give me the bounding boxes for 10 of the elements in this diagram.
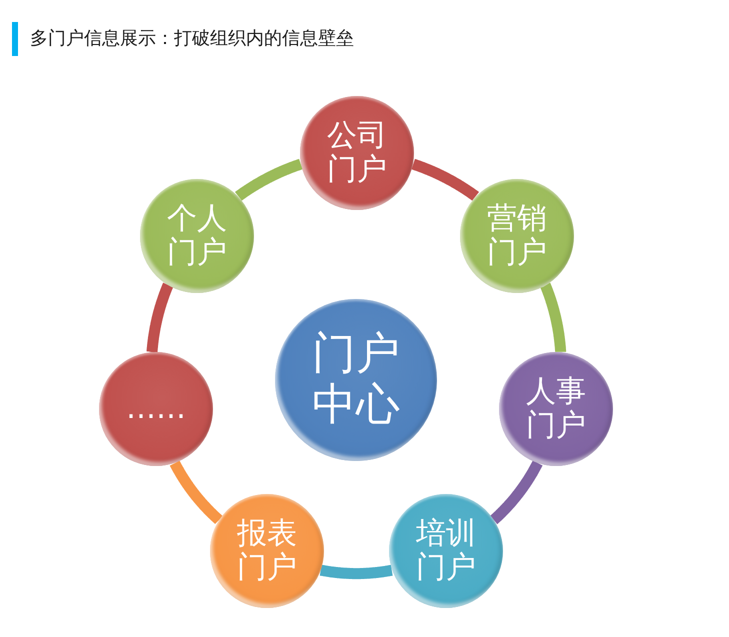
node-label: 营销门户 bbox=[486, 202, 548, 270]
node-label: 人事门户 bbox=[525, 374, 587, 444]
title: 多门户信息展示：打破组织内的信息壁垒 bbox=[30, 27, 354, 51]
node-label: 个人门户 bbox=[166, 202, 228, 270]
node-label: …… bbox=[125, 392, 187, 426]
node-label: 门户中心 bbox=[310, 329, 401, 431]
ring-segment bbox=[170, 458, 224, 526]
node-label: 公司门户 bbox=[326, 118, 388, 188]
node-label: 报表门户 bbox=[236, 516, 298, 586]
node-label: 培训门户 bbox=[415, 516, 477, 586]
